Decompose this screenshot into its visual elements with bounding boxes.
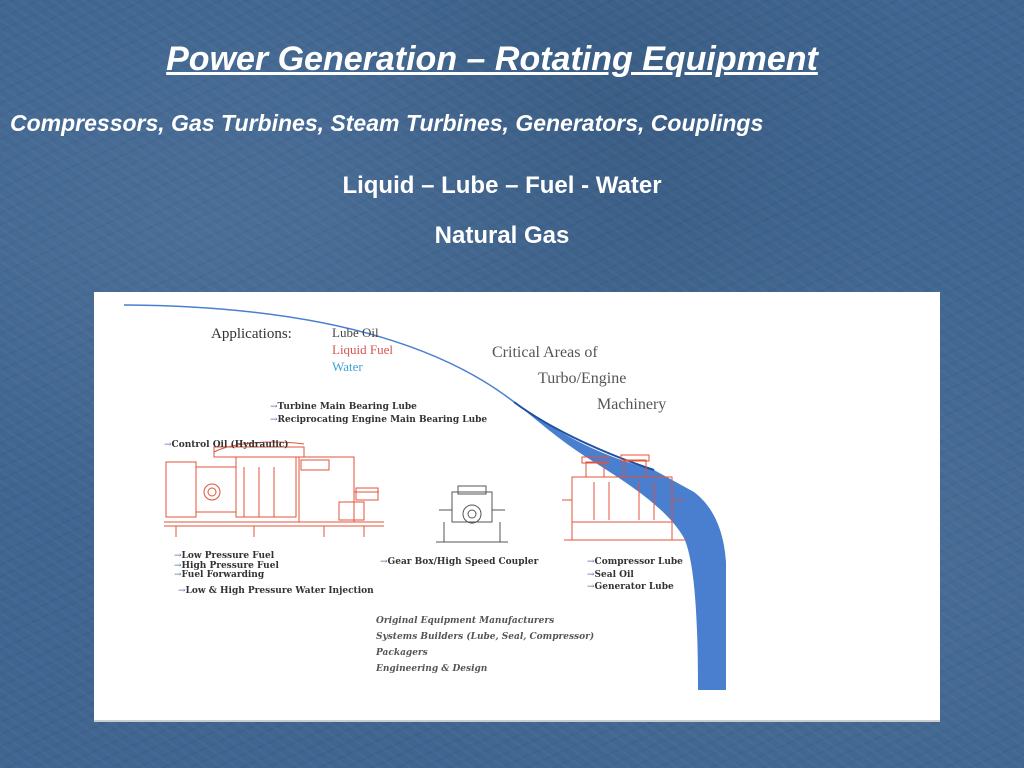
slide-title: Power Generation – Rotating Equipment (166, 40, 818, 78)
figure-drawing (123, 304, 726, 690)
water-injection-label: Low & High Pressure Water Injection (178, 586, 374, 596)
bearing-item: Turbine Main Bearing Lube (270, 402, 417, 412)
applications-label: Applications: (211, 326, 292, 342)
critical-areas-line2: Turbo/Engine (538, 370, 627, 387)
gear-box-label: Gear Box/High Speed Coupler (380, 557, 539, 567)
fuel-item: Fuel Forwarding (174, 570, 265, 580)
customer-type: Packagers (376, 648, 428, 658)
sweep-band (514, 402, 726, 690)
compressor-drawing (562, 454, 686, 541)
fluids-line: Liquid – Lube – Fuel - Water (342, 172, 662, 199)
control-oil-label: Control Oil (Hydraulic) (164, 440, 289, 450)
critical-areas-line3: Machinery (597, 396, 667, 413)
compressor-item: Generator Lube (587, 582, 674, 592)
application-water: Water (332, 359, 363, 374)
fuel-item: Low Pressure Fuel (174, 551, 275, 561)
critical-areas-line1: Critical Areas of (492, 344, 598, 361)
application-liquid-fuel: Liquid Fuel (332, 342, 394, 357)
application-lube-oil: Lube Oil (332, 325, 379, 340)
customer-type: Original Equipment Manufacturers (376, 616, 555, 626)
slide-subtitle: Compressors, Gas Turbines, Steam Turbine… (10, 110, 764, 136)
natural-gas-line: Natural Gas (434, 222, 570, 249)
customer-type: Systems Builders (Lube, Seal, Compressor… (376, 632, 595, 642)
customer-type: Engineering & Design (376, 664, 488, 674)
turbine-drawing (164, 441, 384, 537)
compressor-item: Seal Oil (587, 570, 634, 580)
gearbox-drawing (436, 485, 508, 543)
equipment-figure: Applications: Lube Oil Liquid Fuel Water… (94, 292, 940, 720)
compressor-item: Compressor Lube (587, 557, 683, 567)
fuel-item: High Pressure Fuel (174, 561, 279, 571)
sweep-curve (123, 304, 515, 403)
bearing-item: Reciprocating Engine Main Bearing Lube (270, 415, 488, 425)
